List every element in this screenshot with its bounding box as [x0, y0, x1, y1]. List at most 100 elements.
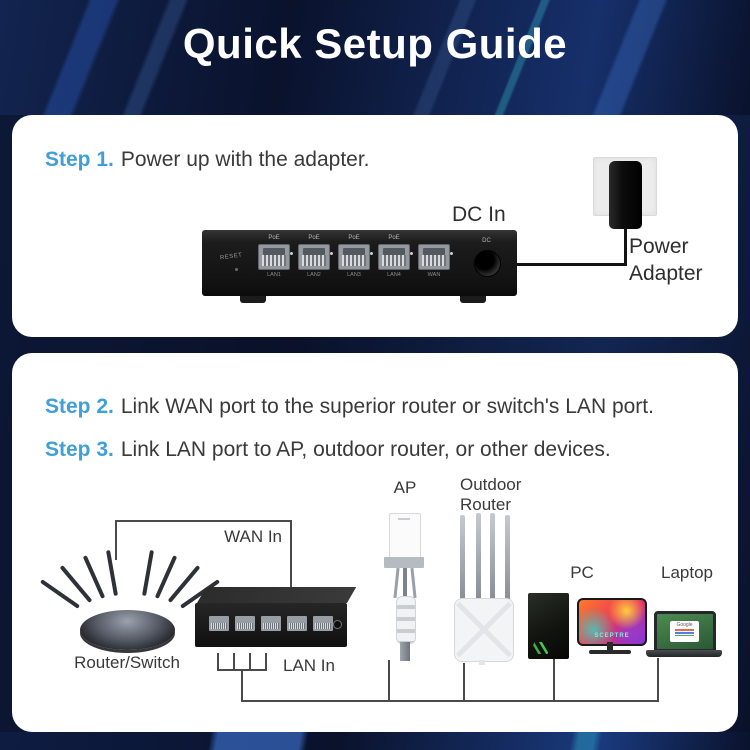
wan-cable-horizontal — [115, 520, 292, 522]
lan-drop-line — [241, 669, 243, 702]
port-led — [330, 252, 333, 255]
switch-foot — [240, 296, 266, 303]
outdoor-router-antenna — [476, 513, 481, 601]
wifi-router — [80, 610, 175, 650]
pc-label: PC — [570, 563, 594, 582]
port-lan4: PoE LAN4 — [377, 235, 413, 291]
ap-strap — [393, 567, 400, 599]
laptop-screen-content: Google — [670, 621, 699, 642]
rj45-jack-icon — [235, 616, 255, 631]
header-background — [0, 0, 750, 115]
lan-cable-3 — [249, 653, 251, 671]
rj45-jack-icon — [298, 244, 330, 270]
pc-led-accent — [529, 642, 553, 654]
poe-label: PoE — [308, 235, 320, 241]
poe-label: PoE — [268, 235, 280, 241]
wan-in-label: WAN In — [224, 527, 282, 546]
outdoor-router-cable-gland — [479, 660, 485, 665]
ap-mounting-bracket — [384, 557, 424, 568]
dc-jack — [474, 250, 501, 277]
port-name: LAN1 — [267, 272, 281, 278]
rj45-jack-icon — [261, 616, 281, 631]
outdoor-router-label: Outdoor Router — [460, 475, 522, 514]
rj45-jack-icon — [338, 244, 370, 270]
outdoor-router-antenna — [505, 515, 510, 603]
dc-jack — [333, 620, 342, 629]
lan-bus-line — [241, 700, 659, 702]
step3-text: Link LAN port to AP, outdoor router, or … — [120, 438, 611, 461]
laptop-screen-rows — [675, 629, 694, 636]
poe-switch-front-view: RESET PoE LAN1 PoE LAN2 PoE LAN3 — [202, 230, 517, 296]
rj45-jack-icon — [418, 244, 450, 270]
outdoor-router-antenna — [490, 513, 495, 601]
step2-text: Link WAN port to the superior router or … — [120, 395, 654, 418]
step1-line: Step 1. Power up with the adapter. — [45, 148, 370, 172]
step2-label: Step 2. — [45, 395, 114, 418]
lan-in-label: LAN In — [283, 656, 335, 675]
outdoor-router-antenna — [460, 515, 465, 603]
switch-front-face — [195, 603, 347, 647]
ap-pole-mount — [396, 596, 416, 644]
monitor-stand-neck — [607, 642, 613, 651]
rj45-jack-icon — [378, 244, 410, 270]
monitor-stand-base — [589, 650, 631, 654]
dc-in-label: DC In — [452, 203, 506, 226]
outdoor-router — [454, 598, 514, 662]
port-wan: WAN — [417, 235, 453, 291]
port-led — [370, 252, 373, 255]
step1-label: Step 1. — [45, 148, 114, 171]
page-title: Quick Setup Guide — [182, 20, 568, 67]
wan-cable-left-vertical — [115, 520, 117, 560]
laptop-riser-line — [657, 658, 659, 702]
laptop-label: Laptop — [661, 563, 713, 582]
step1-text: Power up with the adapter. — [120, 148, 370, 171]
monitor-brand-text: SCEPTRE — [594, 633, 630, 639]
power-cable-horizontal — [517, 263, 627, 266]
router-switch-label: Router/Switch — [74, 653, 180, 672]
poe-label — [417, 235, 451, 242]
poe-switch-perspective — [195, 581, 365, 661]
ap-label: AP — [393, 478, 417, 497]
pc-tower — [528, 593, 569, 659]
switch-top-face — [197, 587, 357, 603]
poe-label: PoE — [388, 235, 400, 241]
outdoor-router-riser-line — [463, 663, 465, 702]
port-lan1: PoE LAN1 — [257, 235, 293, 291]
laptop-screen: Google — [654, 611, 716, 651]
laptop-screen-text: Google — [676, 622, 693, 628]
port-led — [410, 252, 413, 255]
port-name: LAN2 — [307, 272, 321, 278]
reset-label: RESET — [219, 252, 243, 262]
port-name: LAN4 — [387, 272, 401, 278]
ap-vent — [398, 518, 410, 520]
steps-2-3-panel: Step 2. Link WAN port to the superior rou… — [12, 353, 738, 732]
port-led — [450, 252, 453, 255]
ap-pole-tube — [400, 642, 410, 661]
port-lan3: PoE LAN3 — [337, 235, 373, 291]
reset-pinhole — [235, 268, 238, 271]
power-adapter-label: Power Adapter — [629, 235, 703, 286]
step3-label: Step 3. — [45, 438, 114, 461]
port-name: LAN3 — [347, 272, 361, 278]
step3-line: Step 3. Link LAN port to AP, outdoor rout… — [45, 438, 611, 462]
ap-strap — [403, 568, 407, 598]
rj45-jack-icon — [209, 616, 229, 631]
ap-riser-line — [388, 660, 390, 702]
ap-strap — [410, 567, 417, 599]
power-cable-vertical — [624, 228, 627, 266]
pc-monitor: SCEPTRE — [577, 598, 647, 646]
port-name: WAN — [427, 272, 441, 278]
access-point — [389, 513, 421, 559]
footer-background — [0, 732, 750, 750]
power-adapter — [609, 161, 642, 229]
port-lan2: PoE LAN2 — [297, 235, 333, 291]
rj45-jack-icon — [287, 616, 307, 631]
rj45-jack-icon — [313, 616, 333, 631]
lan-cable-2 — [233, 653, 235, 671]
laptop-base — [646, 650, 722, 657]
port-led — [290, 252, 293, 255]
switch-foot — [460, 296, 486, 303]
lan-cable-1 — [217, 653, 219, 671]
pc-riser-line — [553, 656, 555, 702]
